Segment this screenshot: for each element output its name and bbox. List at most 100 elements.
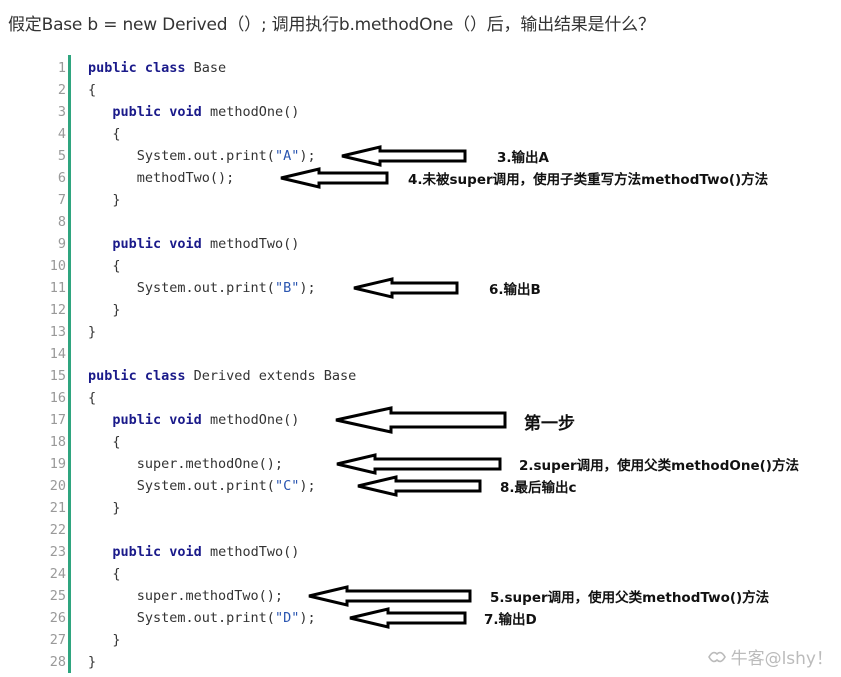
- line-number: 17: [49, 412, 66, 428]
- code-keyword: public void: [112, 236, 210, 252]
- gutter-accent-bar: [68, 55, 71, 673]
- line-number: 13: [49, 324, 66, 340]
- line-number: 21: [49, 500, 66, 516]
- line-number: 1: [57, 60, 66, 76]
- code-token: }: [88, 654, 97, 670]
- code-line: }: [88, 629, 121, 651]
- code-line: {: [88, 387, 96, 409]
- code-token: methodOne(): [209, 412, 300, 428]
- code-token: {: [88, 390, 97, 406]
- watermark: 牛客@lshy！: [707, 644, 833, 669]
- code-line: System.out.print("C");: [88, 475, 316, 497]
- code-keyword: public void: [112, 104, 210, 120]
- code-line: System.out.print("B");: [88, 277, 316, 299]
- code-keyword: public void: [112, 544, 210, 560]
- line-number: 19: [49, 456, 66, 472]
- code-line: public void methodOne(): [88, 409, 299, 431]
- code-token: System.out.print(: [88, 478, 275, 494]
- code-token: }: [88, 192, 121, 208]
- line-number: 25: [49, 588, 66, 604]
- code-token: }: [88, 632, 121, 648]
- code-line: }: [88, 299, 121, 321]
- code-token: methodTwo(): [209, 544, 300, 560]
- code-token: }: [88, 500, 121, 516]
- code-line: }: [88, 497, 121, 519]
- line-number: 6: [57, 170, 66, 186]
- line-number: 23: [49, 544, 66, 560]
- annotation-note: 4.未被super调用，使用子类重写方法methodTwo()方法: [408, 172, 769, 188]
- code-token: methodTwo();: [88, 170, 235, 186]
- annotation-note: 8.最后输出c: [500, 480, 577, 496]
- line-number: 20: [49, 478, 66, 494]
- annotation-note: 2.super调用，使用父类methodOne()方法: [519, 458, 799, 474]
- code-line: {: [88, 79, 96, 101]
- code-token: {: [88, 258, 121, 274]
- line-number: 22: [49, 522, 66, 538]
- line-number: 14: [49, 346, 66, 362]
- watermark-text: 牛客@lshy！: [730, 649, 833, 669]
- code-line: public class Derived extends Base: [88, 365, 356, 387]
- code-token: System.out.print(: [88, 610, 275, 626]
- line-number: 26: [49, 610, 66, 626]
- code-line: System.out.print("D");: [88, 607, 316, 629]
- code-line: public void methodTwo(): [88, 233, 299, 255]
- code-line: {: [88, 563, 121, 585]
- code-string: "C": [274, 478, 300, 494]
- code-string: "A": [274, 148, 300, 164]
- annotation-note: 6.输出B: [489, 282, 541, 298]
- line-number: 3: [57, 104, 66, 120]
- code-token: Derived extends Base: [193, 368, 357, 384]
- line-number: 12: [49, 302, 66, 318]
- code-keyword: public class: [88, 368, 194, 384]
- line-number: 15: [49, 368, 66, 384]
- line-number: 18: [49, 434, 66, 450]
- line-number: 11: [49, 280, 66, 296]
- code-line: public void methodTwo(): [88, 541, 299, 563]
- code-line: {: [88, 123, 121, 145]
- code-token: [88, 412, 112, 428]
- code-line: }: [88, 189, 121, 211]
- code-line: }: [88, 651, 96, 673]
- code-keyword: public class: [88, 60, 194, 76]
- code-token: {: [88, 126, 121, 142]
- code-token: }: [88, 302, 121, 318]
- code-token: super.methodTwo();: [88, 588, 284, 604]
- code-line: {: [88, 431, 121, 453]
- line-number: 16: [49, 390, 66, 406]
- code-token: );: [299, 610, 316, 626]
- code-token: {: [88, 434, 121, 450]
- code-token: {: [88, 82, 97, 98]
- code-token: [88, 544, 112, 560]
- annotation-note: 3.输出A: [497, 150, 549, 166]
- line-number: 5: [57, 148, 66, 164]
- code-line: super.methodOne();: [88, 453, 283, 475]
- line-number: 10: [49, 258, 66, 274]
- annotation-note: 5.super调用，使用父类methodTwo()方法: [490, 590, 770, 606]
- code-token: }: [88, 324, 97, 340]
- line-number: 8: [57, 214, 66, 230]
- nowcoder-logo-icon: [707, 651, 726, 662]
- code-keyword: public void: [112, 412, 210, 428]
- code-token: System.out.print(: [88, 280, 275, 296]
- question-text: 假定Base b = new Derived（）; 调用执行b.methodOn…: [8, 15, 655, 35]
- code-string: "D": [274, 610, 300, 626]
- code-line: public void methodOne(): [88, 101, 299, 123]
- line-number: 7: [57, 192, 66, 208]
- line-number: 27: [49, 632, 66, 648]
- code-token: methodTwo(): [209, 236, 300, 252]
- code-token: [88, 104, 112, 120]
- line-number: 2: [57, 82, 66, 98]
- line-number: 4: [57, 126, 66, 142]
- code-token: );: [299, 478, 316, 494]
- code-line: }: [88, 321, 96, 343]
- code-line: public class Base: [88, 57, 226, 79]
- annotation-note: 7.输出D: [484, 612, 537, 628]
- code-token: Base: [193, 60, 227, 76]
- line-number: 24: [49, 566, 66, 582]
- annotation-note: 第一步: [524, 414, 575, 434]
- code-line: {: [88, 255, 121, 277]
- line-number: 9: [57, 236, 66, 252]
- code-token: {: [88, 566, 121, 582]
- code-token: methodOne(): [209, 104, 300, 120]
